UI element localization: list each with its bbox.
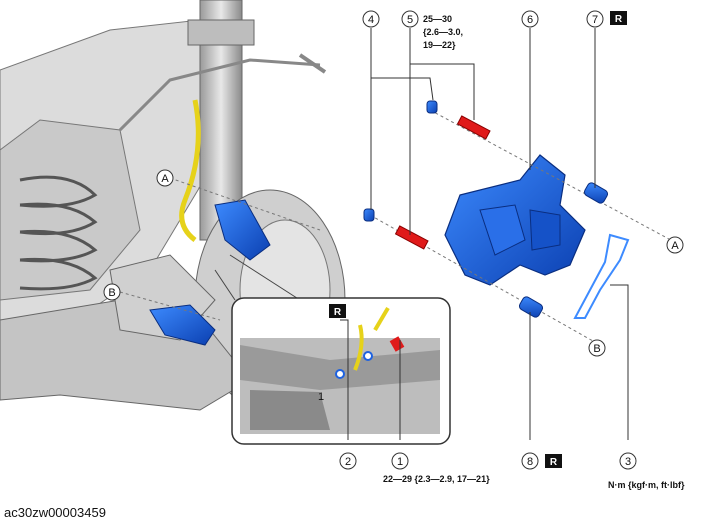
caliper-exploded	[119, 100, 681, 346]
callout-1: 1	[391, 452, 409, 470]
torque-upper-line1: 25—30	[423, 14, 452, 24]
svg-text:2: 2	[345, 456, 351, 468]
callout-2: 2	[339, 452, 357, 470]
svg-text:R: R	[334, 307, 342, 318]
svg-text:4: 4	[368, 14, 374, 26]
torque-upper-line2: {2.6—3.0,	[423, 27, 463, 37]
callout-3: 3	[619, 452, 637, 470]
svg-text:R: R	[615, 14, 623, 25]
svg-text:B: B	[593, 343, 600, 355]
replace-tag-7: R	[610, 11, 627, 25]
svg-text:1: 1	[397, 456, 403, 468]
letter-a-right: A	[666, 236, 684, 254]
svg-text:B: B	[108, 287, 115, 299]
figure-id: ac30zw00003459	[4, 505, 106, 520]
replace-tag-8: R	[545, 454, 562, 468]
svg-text:5: 5	[407, 14, 413, 26]
callout-6: 6	[521, 10, 539, 28]
coil-spring	[19, 175, 98, 291]
brake-hose	[179, 99, 201, 242]
anti-rattle-spring	[573, 233, 630, 319]
svg-text:A: A	[161, 173, 169, 185]
replace-tag-inset: R	[329, 304, 346, 318]
callout-5: 5	[401, 10, 419, 28]
inset-detail: 1	[231, 297, 451, 445]
letter-b-left: B	[103, 283, 121, 301]
inset-bolt-red	[389, 336, 405, 352]
cap-lower	[363, 208, 375, 222]
svg-text:R: R	[550, 457, 558, 468]
callout-7: 7	[586, 10, 604, 28]
torque-units: N·m {kgf·m, ft·lbf}	[608, 480, 685, 490]
torque-upper-line3: 19—22}	[423, 40, 456, 50]
callout-4: 4	[362, 10, 380, 28]
callout-8: 8	[521, 452, 539, 470]
letter-a-left: A	[156, 169, 174, 187]
torque-lower: 22—29 {2.3—2.9, 17—21}	[383, 474, 490, 484]
svg-text:8: 8	[527, 456, 533, 468]
letter-b-right: B	[588, 339, 606, 357]
svg-text:A: A	[671, 240, 679, 252]
caliper-bracket-lower	[149, 304, 216, 346]
bolt-upper	[456, 115, 491, 140]
svg-text:7: 7	[592, 14, 598, 26]
svg-text:3: 3	[625, 456, 631, 468]
guide-pin-boot-lower	[518, 296, 544, 318]
cap-upper	[426, 100, 438, 114]
inset-label-1: 1	[318, 391, 324, 403]
bolt-lower	[394, 225, 429, 250]
caliper-bracket-upper	[214, 199, 271, 261]
svg-text:6: 6	[527, 14, 533, 26]
leader-lines	[340, 28, 629, 440]
guide-pin-boot-upper	[583, 182, 609, 204]
